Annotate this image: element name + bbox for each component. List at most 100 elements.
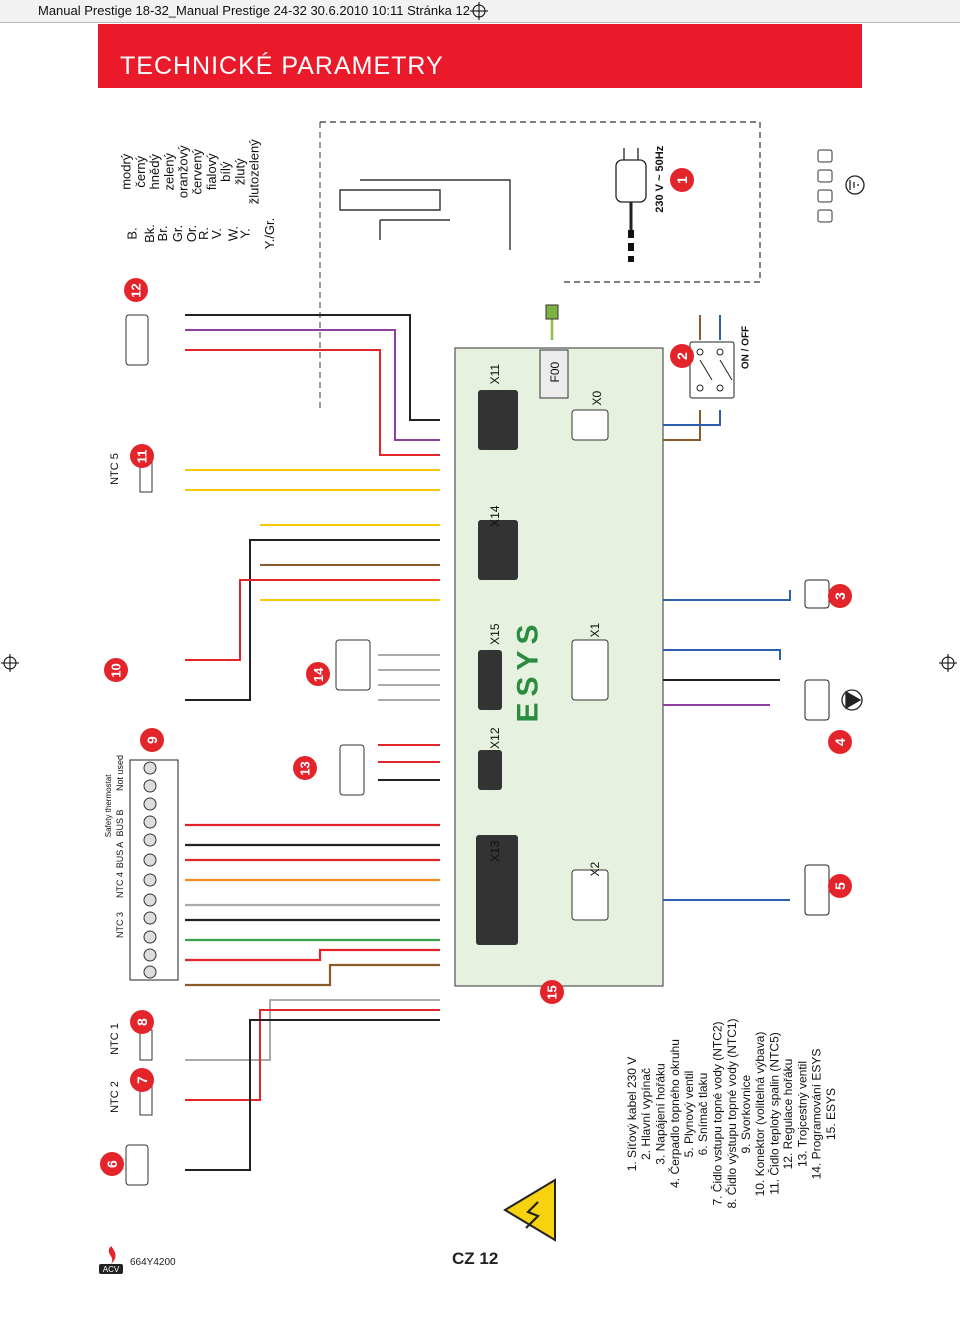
page-title: TECHNICKÉ PARAMETRY xyxy=(120,52,444,80)
svg-text:5: 5 xyxy=(832,882,848,890)
legend-name: hnědý xyxy=(147,154,162,190)
svg-text:10: 10 xyxy=(109,663,124,677)
marker-8: 8 xyxy=(130,1010,154,1034)
marker-10: 10 xyxy=(104,658,128,682)
label-ntc5: NTC 5 xyxy=(109,453,121,485)
legend-name: žlutozelený xyxy=(247,139,262,205)
svg-text:2: 2 xyxy=(674,352,690,360)
connector-x1: X1 xyxy=(588,622,602,637)
list-item: 14. Programování ESYS xyxy=(810,1049,824,1180)
label-ntc4: NTC 4 xyxy=(115,872,125,898)
marker-5: 5 xyxy=(828,874,852,898)
legend-code: B. xyxy=(125,227,140,239)
esys-logo: ESYS xyxy=(512,618,545,722)
svg-text:1: 1 xyxy=(674,176,690,184)
label-not-used: Not used xyxy=(115,755,125,791)
main-switch xyxy=(689,341,735,399)
connector-x0: X0 xyxy=(590,390,604,405)
wires-x14 xyxy=(260,524,440,601)
legend-code: Gr. xyxy=(170,225,185,242)
legend-code: R. xyxy=(196,227,211,240)
svg-text:4: 4 xyxy=(832,738,848,746)
power-plug-icon xyxy=(615,148,647,262)
switch-label: ON / OFF xyxy=(741,326,752,369)
legend-name: bílý xyxy=(218,161,233,182)
list-item: 6. Snímač tlaku xyxy=(696,1073,710,1156)
page-header: TECHNICKÉ PARAMETRY xyxy=(98,24,862,88)
label-safety-thermostat: Safety thermostat xyxy=(104,774,113,837)
list-item: 9. Svorkovnice xyxy=(739,1074,753,1153)
svg-text:ACV: ACV xyxy=(103,1265,120,1274)
connector-f00: F00 xyxy=(548,361,562,382)
legend-name: modrý xyxy=(119,153,134,190)
marker-1: 1 xyxy=(670,168,694,192)
marker-14: 14 xyxy=(306,662,330,686)
label-bus-a: BUS A xyxy=(115,842,125,869)
svg-text:13: 13 xyxy=(298,761,313,775)
connector-x2: X2 xyxy=(588,861,602,876)
electric-warning-icon xyxy=(503,1178,556,1242)
legend-name: červený xyxy=(190,148,205,194)
wires-ntc-sensors xyxy=(185,999,440,1171)
marker-4: 4 xyxy=(828,730,852,754)
svg-text:11: 11 xyxy=(135,450,150,464)
mains-voltage-label: 230 V ~ 50Hz xyxy=(654,145,666,212)
list-item: 8. Čidlo výstupu topné vody (NTC1) xyxy=(724,1018,739,1208)
marker-15: 15 xyxy=(540,980,564,1004)
legend-name: fialový xyxy=(204,153,219,190)
connector-x14: X14 xyxy=(488,505,502,527)
svg-text:9: 9 xyxy=(144,736,160,744)
legend-code: W. xyxy=(225,226,240,241)
list-item: 3. Napájení hořáku xyxy=(653,1063,667,1164)
marker-11: 11 xyxy=(130,444,154,468)
list-item: 7. Čidlo vstupu topné vody (NTC2) xyxy=(710,1021,725,1205)
earth-terminal-strip xyxy=(817,149,833,223)
svg-text:7: 7 xyxy=(134,1076,150,1084)
mains-boundary xyxy=(320,121,761,283)
document-info-text: Manual Prestige 18-32_Manual Prestige 24… xyxy=(38,3,470,18)
label-ntc1: NTC 1 xyxy=(109,1023,121,1055)
legend-code: Bk. xyxy=(142,224,157,243)
marker-9: 9 xyxy=(140,728,164,752)
wires-x1 xyxy=(663,590,791,901)
marker-13: 13 xyxy=(293,756,317,780)
earth-symbol-icon xyxy=(845,175,865,195)
legend-code: Y./Gr. xyxy=(262,218,277,250)
wires-connector-10 xyxy=(185,539,440,701)
svg-text:6: 6 xyxy=(104,1160,120,1168)
wires-x12 xyxy=(378,744,440,781)
board-connectors xyxy=(476,390,518,945)
earth-terminal xyxy=(545,304,559,320)
list-item: 12. Regulace hořáku xyxy=(781,1059,795,1170)
acv-logo-icon: ACV xyxy=(96,1244,126,1276)
marker-7: 7 xyxy=(130,1068,154,1092)
color-legend: B. modrý Bk. černý Br. hnědý Gr. zelený … xyxy=(119,139,277,250)
legend-name: zelený xyxy=(161,152,176,190)
legend-code: Or. xyxy=(184,225,199,242)
wires-burner-control xyxy=(185,314,440,456)
list-item: 13. Trojcestný ventil xyxy=(795,1061,809,1167)
svg-text:3: 3 xyxy=(832,592,848,600)
list-item: 5. Plynový ventil xyxy=(682,1071,696,1158)
list-item: 11. Čidlo teploty spalin (NTC5) xyxy=(767,1032,782,1195)
legend-name: černý xyxy=(133,155,148,187)
connector-x11: X11 xyxy=(488,364,502,385)
terminal-block xyxy=(129,759,179,981)
registration-mark-icon xyxy=(1,2,957,672)
label-bus-b: BUS B xyxy=(115,809,125,836)
pump-symbol-icon xyxy=(841,689,863,711)
sensor-connectors xyxy=(125,314,371,1186)
wires-terminal-to-x13 xyxy=(185,823,440,987)
marker-3: 3 xyxy=(828,584,852,608)
marker-6: 6 xyxy=(100,1152,124,1176)
connector-x12: X12 xyxy=(488,727,502,749)
svg-text:14: 14 xyxy=(311,667,326,682)
legend-code: V. xyxy=(209,228,224,239)
wires-x0-switch xyxy=(663,315,721,441)
list-item: 4. Čerpadlo topného okruhu xyxy=(667,1039,682,1188)
label-ntc2: NTC 2 xyxy=(109,1081,121,1113)
wires-ntc5 xyxy=(185,469,440,491)
component-plugs xyxy=(804,579,830,916)
legend-code: Y. xyxy=(237,228,252,239)
